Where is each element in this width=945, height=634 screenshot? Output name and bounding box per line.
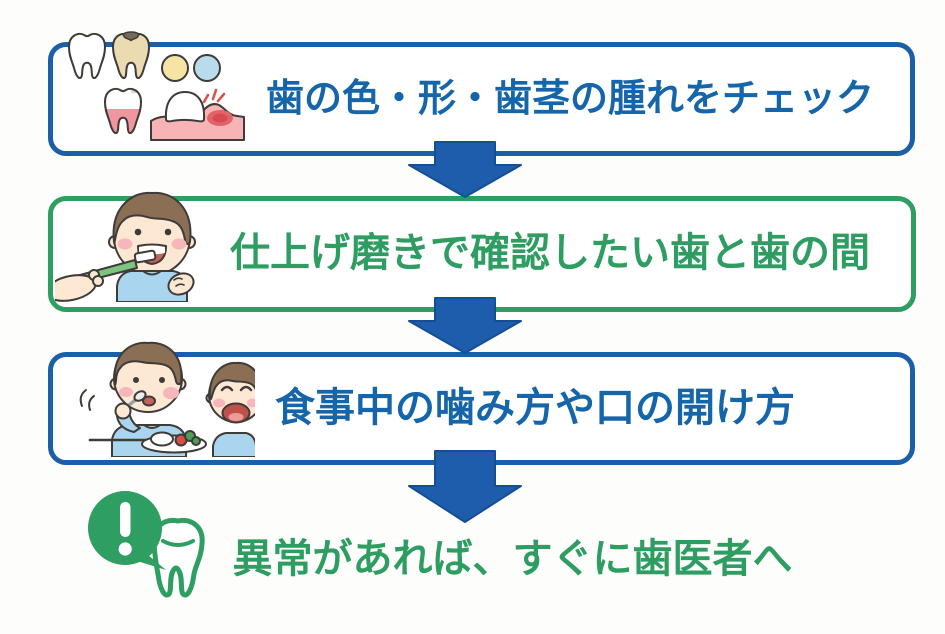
down-arrow-icon (408, 141, 522, 198)
child-toothbrushing-icon (55, 191, 196, 302)
step-2-box (48, 196, 916, 312)
alert-tooth-icon (88, 491, 205, 598)
teeth-samples-icon (68, 31, 245, 141)
blue-color-dot (193, 54, 221, 82)
children-eating-icon (79, 341, 255, 457)
step-1-label: 歯の色・形・歯茎の腫れをチェック (265, 77, 874, 120)
exclamation-bubble-icon (88, 491, 166, 570)
down-arrow-icon (408, 297, 522, 354)
step-4-label: 異常があれば、すぐに歯医者へ (232, 537, 793, 581)
yellow-color-dot (161, 54, 189, 82)
step-3-label: 食事中の噛み方や口の開け方 (275, 385, 795, 430)
spoon-icon (133, 390, 147, 402)
down-arrow-icon (408, 450, 522, 523)
step-2-label: 仕上げ磨きで確認したい歯と歯の間 (230, 231, 870, 275)
